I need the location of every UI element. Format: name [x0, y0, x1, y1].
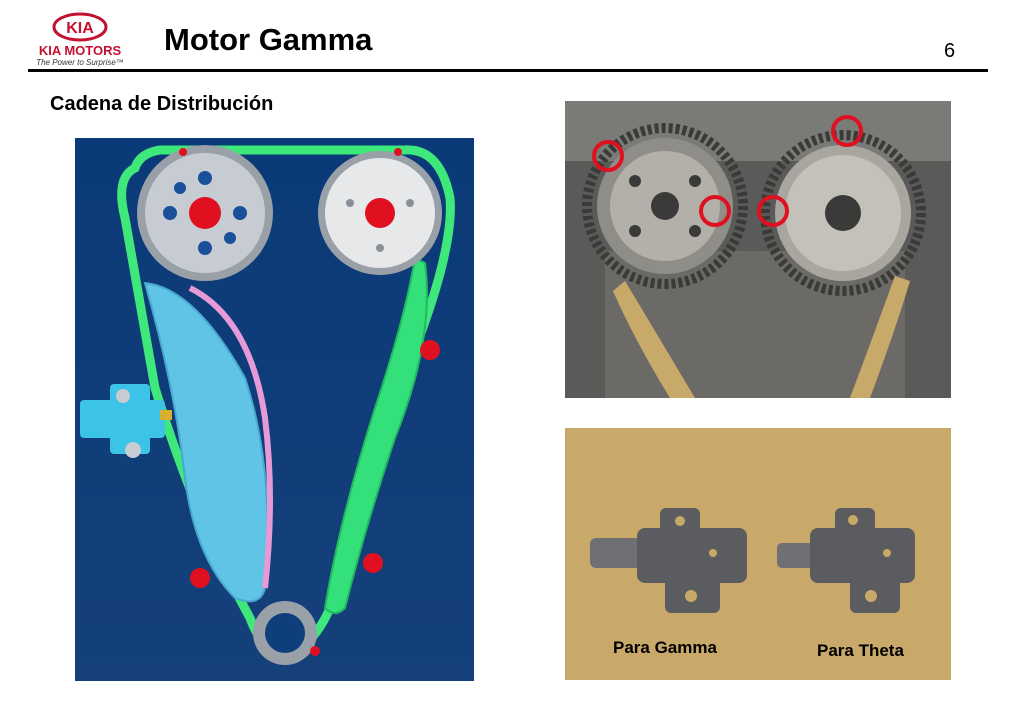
- guide-bolt-lower-left: [190, 568, 210, 588]
- engine-photo: [565, 101, 951, 398]
- kia-oval-icon: KIA: [52, 12, 108, 42]
- header-divider: [28, 69, 988, 72]
- guide-bolt-lower-right: [363, 553, 383, 573]
- label-para-theta: Para Theta: [817, 641, 904, 660]
- page-number: 6: [944, 40, 956, 62]
- logo-brand-text: KIA MOTORS: [38, 43, 122, 58]
- intake-cam-sprocket: [137, 145, 273, 281]
- chain-guide-right: [323, 256, 428, 614]
- tensioners-photo: Para Gamma Para Theta: [565, 428, 951, 680]
- page-title: Motor Gamma: [164, 22, 373, 57]
- timing-chain-diagram: [75, 138, 474, 681]
- logo-oval-text: KIA: [66, 20, 94, 37]
- chain-tensioner: [80, 384, 172, 458]
- timing-mark-circle-4: [831, 115, 863, 147]
- exhaust-cam-sprocket: [318, 151, 442, 275]
- left-sprocket-photo: [597, 138, 733, 274]
- chain-guide-left: [143, 281, 269, 603]
- label-para-gamma: Para Gamma: [613, 638, 717, 657]
- theta-tensioner-part: [777, 508, 915, 613]
- kia-logo: KIA KIA MOTORS The Power to Surprise™: [30, 10, 130, 70]
- timing-mark-circle-2: [699, 195, 731, 227]
- timing-mark-circle-1: [592, 140, 624, 172]
- crankshaft-sprocket: [253, 601, 320, 665]
- guide-bolt-upper-right: [420, 340, 440, 360]
- timing-mark-circle-3: [757, 195, 789, 227]
- section-subtitle: Cadena de Distribución: [50, 93, 274, 115]
- gamma-tensioner-part: [590, 508, 747, 613]
- right-sprocket-photo: [760, 130, 926, 296]
- logo-tagline: The Power to Surprise™: [36, 58, 124, 67]
